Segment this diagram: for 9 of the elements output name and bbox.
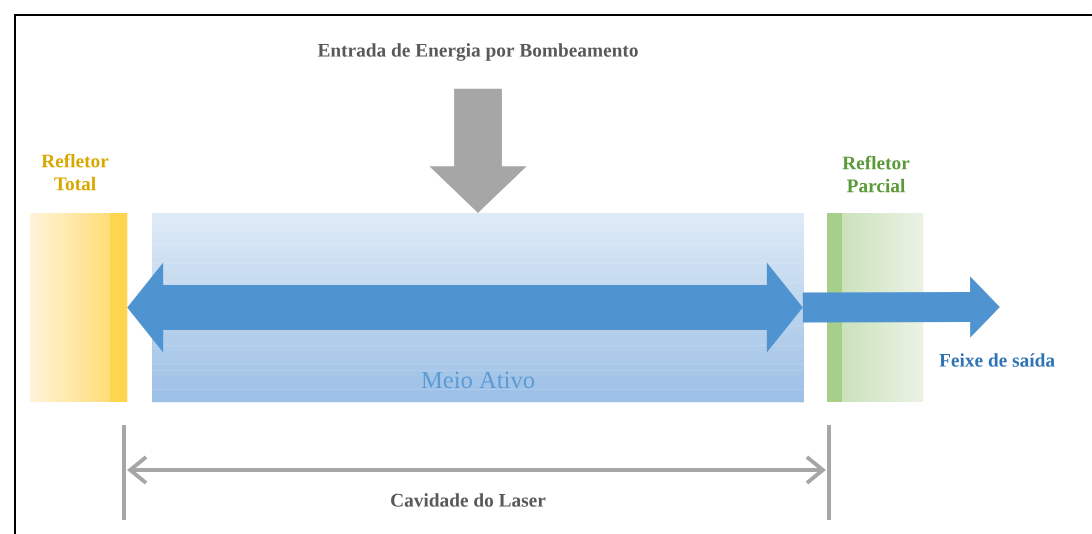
edge-label: Feixe de saída (937, 351, 1057, 369)
dimension-label: Cavidade do Laser (391, 493, 546, 507)
reflector-block: Refletor Parcial (827, 155, 924, 402)
node-label: Refletor Parcial (842, 155, 910, 193)
beam-arrow (127, 262, 803, 353)
reflector-block: Refletor Total (30, 153, 128, 402)
node-label: Meio Ativo (421, 371, 535, 389)
caption-text: Entrada de Energia por Bombeamento (317, 43, 638, 61)
node-label: Refletor Total (41, 153, 109, 191)
